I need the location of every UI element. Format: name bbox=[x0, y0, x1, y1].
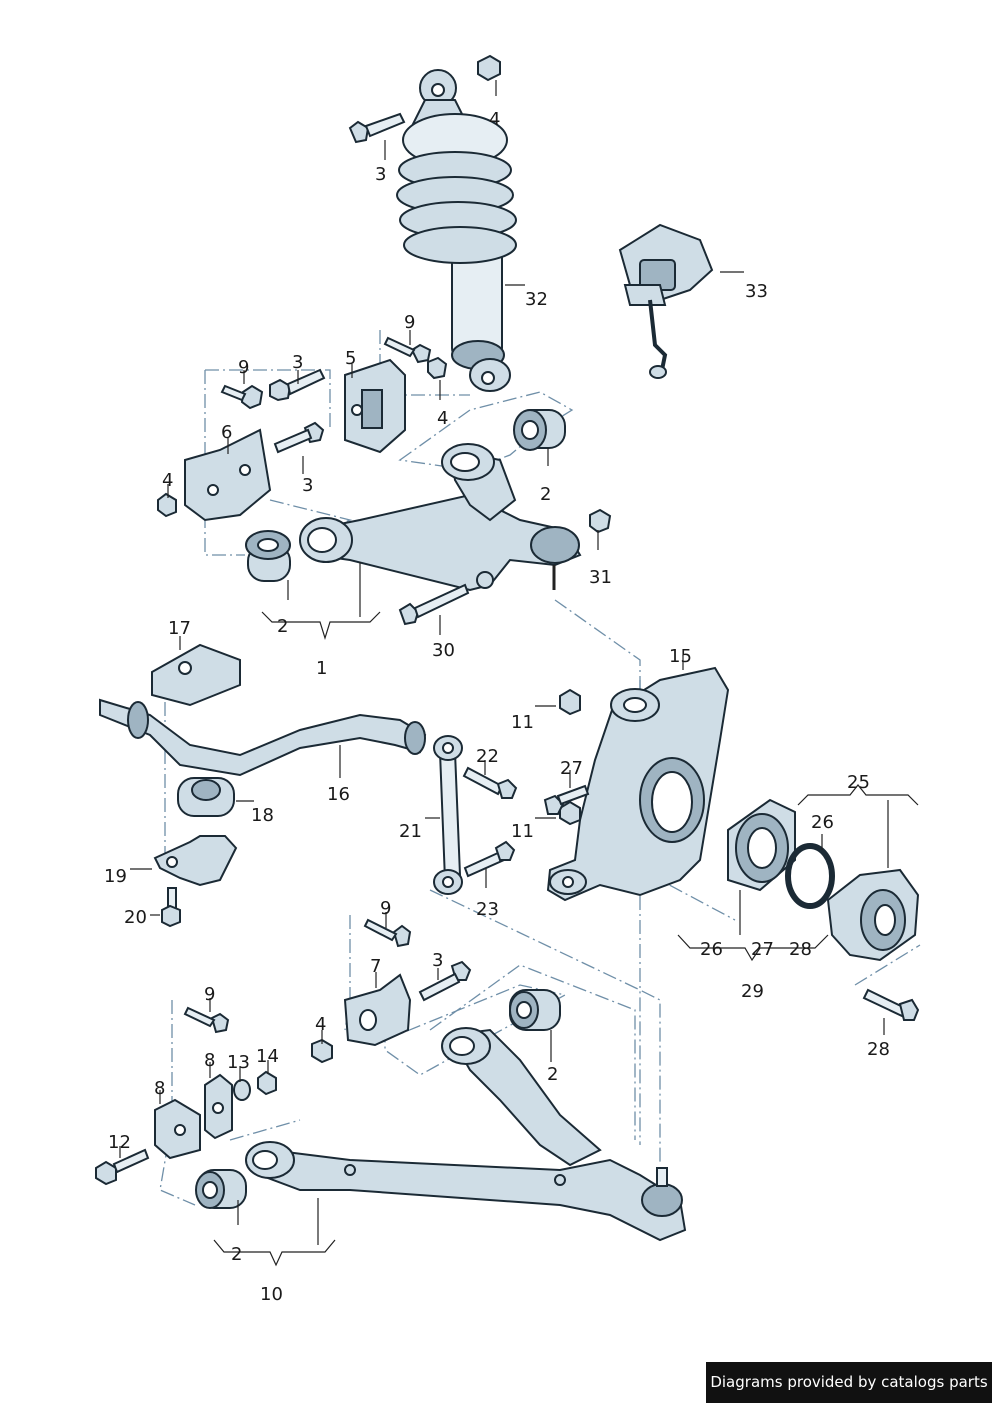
bracket-5 bbox=[344, 358, 406, 454]
callout-28b: 28 bbox=[867, 1039, 890, 1060]
callout-17: 17 bbox=[168, 618, 191, 639]
callout-30: 30 bbox=[432, 640, 455, 661]
wheel-bearing-housing bbox=[543, 666, 730, 902]
callout-labels: 1 2 2 2 2 3 3 3 3 4 4 4 4 5 6 7 8 8 9 9 … bbox=[104, 109, 890, 1305]
bolt-20 bbox=[161, 887, 181, 928]
callout-7: 7 bbox=[370, 956, 381, 977]
callout-29: 29 bbox=[741, 981, 764, 1002]
callout-11a: 11 bbox=[511, 712, 534, 733]
callout-4c: 4 bbox=[162, 470, 173, 491]
callout-12: 12 bbox=[108, 1132, 131, 1153]
bushing-lower-right bbox=[509, 989, 561, 1031]
callout-22: 22 bbox=[476, 746, 499, 767]
callout-1: 1 bbox=[316, 658, 327, 679]
callout-2b: 2 bbox=[277, 616, 288, 637]
callout-20: 20 bbox=[124, 907, 147, 928]
callout-6: 6 bbox=[221, 422, 232, 443]
callout-3a: 3 bbox=[375, 164, 386, 185]
bracket-6 bbox=[184, 428, 272, 522]
callout-13: 13 bbox=[227, 1052, 250, 1073]
bracket-8-right bbox=[204, 1073, 233, 1140]
callout-26a: 26 bbox=[811, 812, 834, 833]
wheel-bearing-unit bbox=[727, 798, 920, 1021]
lower-control-arm bbox=[245, 1027, 687, 1242]
callout-3c: 3 bbox=[302, 475, 313, 496]
callout-25: 25 bbox=[847, 772, 870, 793]
callout-4b: 4 bbox=[437, 408, 448, 429]
stabilizer-bar bbox=[99, 698, 427, 777]
callout-8a: 8 bbox=[204, 1050, 215, 1071]
callout-9b: 9 bbox=[238, 357, 249, 378]
bolt-top bbox=[348, 112, 406, 144]
callout-15: 15 bbox=[669, 646, 692, 667]
attribution-badge: Diagrams provided by catalogs parts bbox=[706, 1362, 992, 1403]
callout-4d: 4 bbox=[315, 1014, 326, 1035]
callout-26b: 26 bbox=[700, 939, 723, 960]
callout-21: 21 bbox=[399, 821, 422, 842]
bushing-18 bbox=[177, 777, 235, 817]
upper-control-arm bbox=[299, 443, 582, 592]
bracket-7 bbox=[343, 973, 412, 1047]
callout-8b: 8 bbox=[154, 1078, 165, 1099]
callout-10: 10 bbox=[260, 1284, 283, 1305]
clamp-17 bbox=[151, 643, 241, 707]
nut-top bbox=[477, 54, 501, 82]
callout-3b: 3 bbox=[292, 352, 303, 373]
callout-19: 19 bbox=[104, 866, 127, 887]
callout-9c: 9 bbox=[380, 898, 391, 919]
callout-32: 32 bbox=[525, 289, 548, 310]
callout-2c: 2 bbox=[547, 1064, 558, 1085]
level-sensor bbox=[618, 223, 714, 379]
bushing-upper-left bbox=[245, 530, 291, 582]
shock-absorber bbox=[348, 54, 517, 392]
callout-2a: 2 bbox=[540, 484, 551, 505]
bolts-upper bbox=[157, 336, 612, 626]
bushing-lower-left bbox=[195, 1169, 247, 1209]
assembly-lines bbox=[159, 330, 921, 1206]
callout-28a: 28 bbox=[789, 939, 812, 960]
leader-lines bbox=[119, 80, 919, 1267]
callout-31: 31 bbox=[589, 567, 612, 588]
bushing-upper-right bbox=[513, 409, 566, 451]
coupling-rod bbox=[433, 735, 518, 895]
callout-9d: 9 bbox=[204, 984, 215, 1005]
callout-3d: 3 bbox=[432, 950, 443, 971]
callout-5: 5 bbox=[345, 348, 356, 369]
callout-4a: 4 bbox=[489, 109, 500, 130]
callout-2d: 2 bbox=[231, 1244, 242, 1265]
clamp-19 bbox=[153, 835, 238, 887]
callout-16: 16 bbox=[327, 784, 350, 805]
callout-11b: 11 bbox=[511, 821, 534, 842]
callout-9a: 9 bbox=[404, 312, 415, 333]
bolts-lower bbox=[95, 918, 472, 1186]
bracket-8-left bbox=[154, 1098, 201, 1160]
callout-14: 14 bbox=[256, 1046, 279, 1067]
callout-27b: 27 bbox=[751, 939, 774, 960]
callout-18: 18 bbox=[251, 805, 274, 826]
callout-23: 23 bbox=[476, 899, 499, 920]
callout-27a: 27 bbox=[560, 758, 583, 779]
callout-33: 33 bbox=[745, 281, 768, 302]
